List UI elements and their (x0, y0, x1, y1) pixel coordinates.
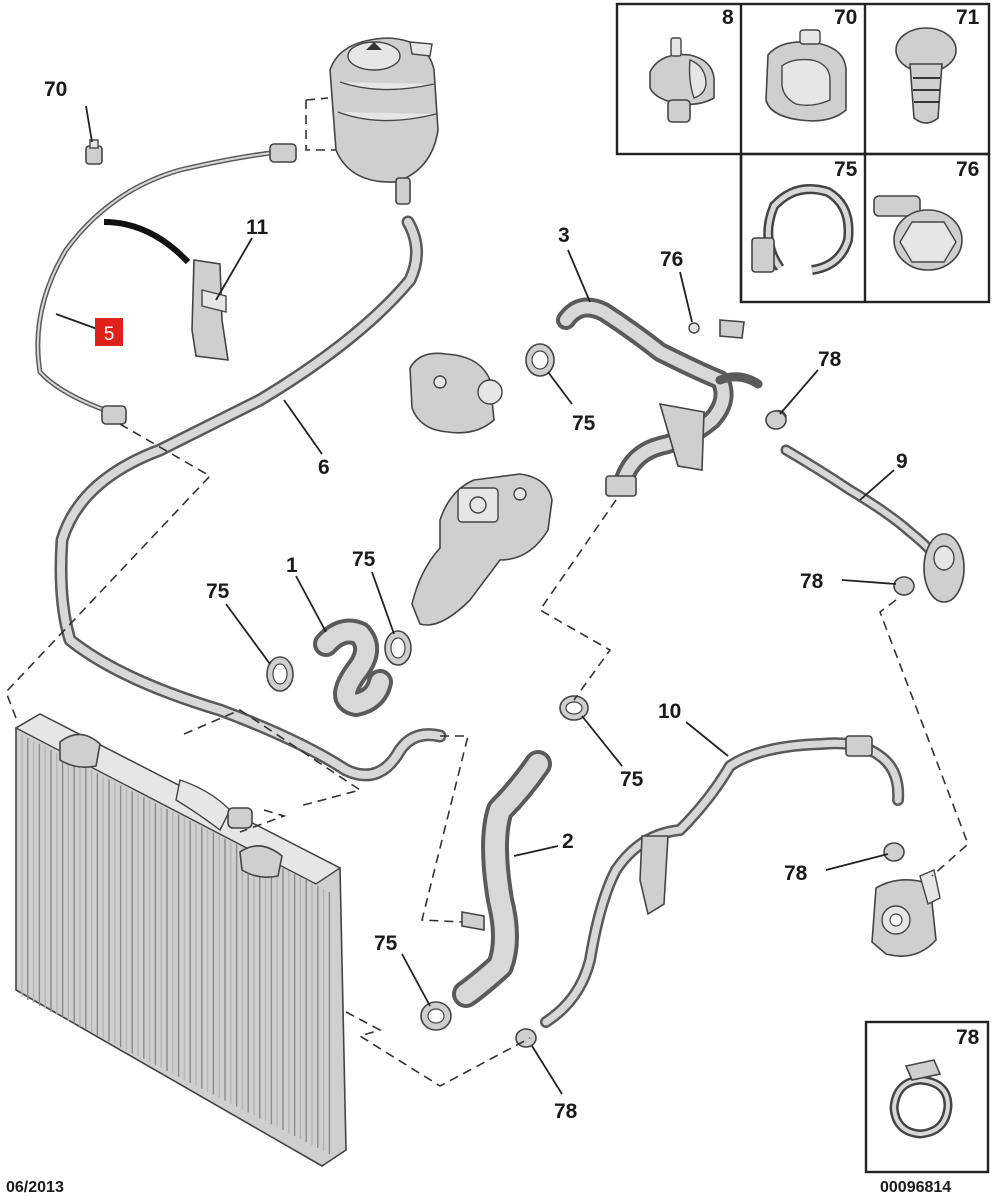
inset-part-71-pushpin (895, 27, 957, 124)
clamp-75-right (384, 630, 412, 666)
guide-lines (5, 423, 969, 1087)
callout-75-bottom: 75 (374, 932, 398, 955)
callout-9: 9 (896, 450, 908, 473)
clip-78-a (765, 410, 787, 430)
inset-part-75-clamp (751, 184, 854, 275)
callouts: 70 11 5 6 3 76 75 78 9 78 1 75 75 10 75 … (44, 78, 908, 1123)
callout-6: 6 (318, 456, 330, 479)
inset-number-8: 8 (722, 6, 734, 29)
inset-number-75: 75 (834, 158, 858, 181)
clamp-75-hose2-top (559, 695, 589, 721)
clamp-75-hose2-bottom (420, 1001, 452, 1031)
inset-grid (615, 2, 991, 304)
inset-part-8-connector (649, 37, 715, 123)
leader-lines (55, 105, 897, 1095)
vent-pipe-section (103, 219, 191, 265)
callout-10: 10 (658, 700, 681, 723)
clamp-75-upper (525, 343, 555, 377)
inset-number-78: 78 (956, 1026, 980, 1049)
hose-3-tab (719, 319, 745, 339)
clip-70 (85, 139, 103, 165)
callout-70: 70 (44, 78, 67, 101)
callout-11: 11 (246, 216, 269, 239)
bolt-76-small (688, 322, 700, 334)
inset-number-76: 76 (956, 158, 979, 181)
callout-78-mid: 78 (800, 570, 824, 593)
inset-box-78: 78 (864, 1020, 990, 1174)
callout-78-lower: 78 (784, 862, 808, 885)
pipe-10-fitting (845, 735, 873, 757)
callout-3: 3 (558, 224, 570, 247)
inset-numbers: 8 70 71 75 76 (722, 6, 980, 181)
vent-pipe-5-inner (36, 151, 281, 413)
callout-75-center: 75 (352, 548, 376, 571)
radiator (14, 713, 347, 1167)
clip-78-c (883, 842, 905, 862)
footer-date: 06/2013 (6, 1179, 64, 1196)
callout-75-upper: 75 (572, 412, 596, 435)
callout-5: 5 (104, 324, 115, 345)
footer-ref: 00096814 (880, 1179, 951, 1196)
hose-3-end-fitting (605, 475, 637, 497)
clamp-75-left (266, 656, 294, 692)
oil-cooler (871, 869, 941, 957)
callout-5-highlight (95, 318, 123, 346)
vent-pipe-5 (35, 149, 283, 415)
callout-2: 2 (562, 830, 574, 853)
hose-2-bracket (461, 911, 485, 931)
expansion-tank (329, 37, 439, 205)
callout-76: 76 (660, 248, 683, 271)
thermostat-housing-left (409, 352, 503, 434)
thermostat-housing-center (411, 473, 553, 626)
callout-75-left: 75 (206, 580, 230, 603)
inset-part-76-bolt (873, 195, 963, 271)
callout-78-upper: 78 (818, 348, 842, 371)
callout-1: 1 (286, 554, 298, 577)
inset-number-70: 70 (834, 6, 857, 29)
callout-75-lower: 75 (620, 768, 644, 791)
hose-3-bracket (658, 402, 705, 471)
callout-78-bottom: 78 (554, 1100, 578, 1123)
vent-connector-top (269, 143, 297, 163)
inset-part-70-clip (765, 29, 847, 122)
bracket-11 (191, 259, 229, 361)
pipe-10-bracket (639, 835, 669, 916)
clip-78-b (893, 576, 915, 596)
pipe-10 (540, 737, 905, 1028)
vent-connector-bottom (101, 405, 127, 425)
inset-number-71: 71 (956, 6, 980, 29)
